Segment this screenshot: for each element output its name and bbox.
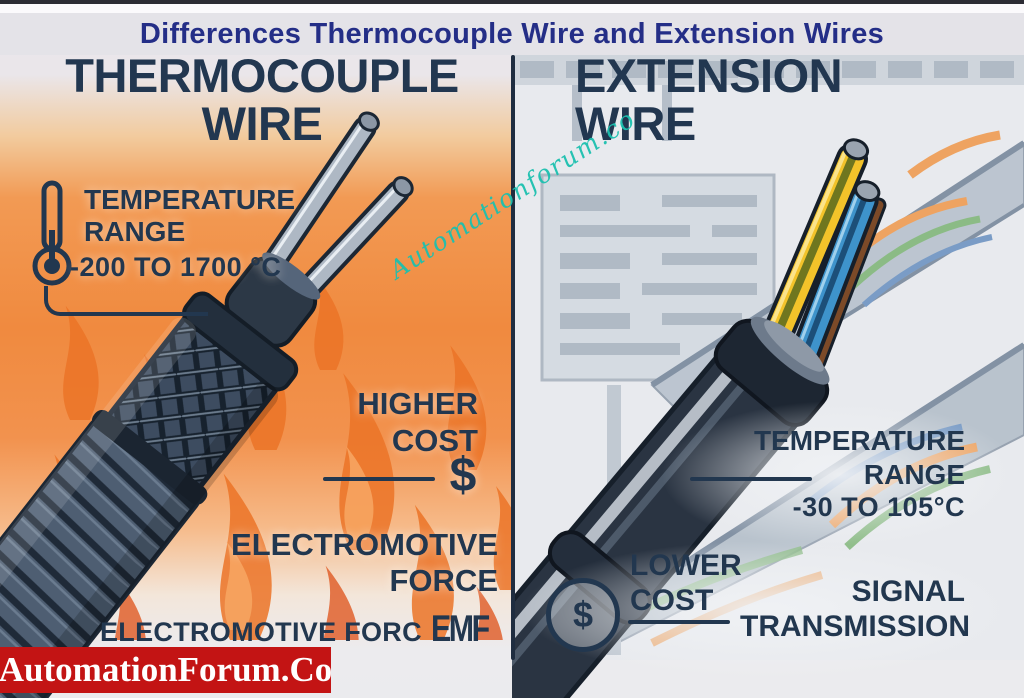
left-temp-label-line2: RANGE xyxy=(84,216,186,248)
lower-cost-line1: LOWER xyxy=(630,549,742,582)
yellow-wire xyxy=(762,138,870,348)
thermocouple-heading-line2: WIRE xyxy=(201,96,323,150)
electromotive-force-line1: ELECTROMOTIVE xyxy=(231,527,498,562)
higher-cost-line2: COST xyxy=(391,422,478,458)
emf-logo: EMF xyxy=(430,608,490,649)
electromotive-force-label: ELECTROMOTIVE FORCE xyxy=(200,527,498,599)
right-temp-value: -30 TO 105°C xyxy=(792,492,965,523)
higher-cost-line1: HIGHER xyxy=(357,386,478,421)
thermocouple-cable xyxy=(0,111,414,698)
right-temp-block: TEMPERATURE RANGE -30 TO 105°C xyxy=(700,424,965,524)
title-band: Differences Thermocouple Wire and Extens… xyxy=(0,13,1024,55)
higher-cost-label: HIGHER COST xyxy=(300,386,478,459)
brand-banner: AutomationForum.Co xyxy=(0,647,333,693)
extension-heading: EXTENSION WIRE xyxy=(575,52,1015,148)
page-title: Differences Thermocouple Wire and Extens… xyxy=(139,17,885,50)
collar-ring xyxy=(182,291,299,392)
emf-caption-text: ELECTROMOTIVE FORC xyxy=(99,617,422,647)
brand-banner-text: AutomationForum.Co xyxy=(0,650,333,689)
left-temp-label: TEMPERATURE RANGE xyxy=(84,184,295,248)
dollar-circle-sign: $ xyxy=(572,594,594,635)
fog-right-temp xyxy=(660,400,1020,550)
signal-line2: TRANSMISSION xyxy=(740,610,971,644)
inner-sheath-face xyxy=(262,252,321,300)
band-ring xyxy=(91,409,208,505)
top-frame xyxy=(0,4,1024,13)
lower-cost-rule xyxy=(628,620,730,624)
thermocouple-cable-illustration xyxy=(0,111,414,698)
lower-cost-label: LOWER COST xyxy=(630,548,780,618)
lower-cost-line2: COST xyxy=(630,584,714,618)
top-edge xyxy=(0,0,1024,4)
blue-wire xyxy=(789,180,887,370)
thermometer-icon xyxy=(32,180,72,286)
left-temp-label-line1: TEMPERATURE xyxy=(84,184,296,215)
dollar-circle-icon: $ xyxy=(546,578,620,652)
panel-divider xyxy=(511,55,515,660)
signal-transmission-label: SIGNAL TRANSMISSION xyxy=(740,574,971,645)
right-temp-label-line1: TEMPERATURE xyxy=(753,425,965,456)
extension-heading-line1: EXTENSION xyxy=(575,49,843,102)
thermocouple-heading-line1: THERMOCOUPLE xyxy=(65,49,459,102)
right-temp-rule xyxy=(690,477,812,481)
emf-caption-row: ELECTROMOTIVE FORC EMF xyxy=(0,608,500,650)
thermometer-connector-line xyxy=(44,286,208,316)
signal-line1: SIGNAL xyxy=(851,575,965,608)
extension-heading-line2: WIRE xyxy=(575,96,696,150)
higher-cost-rule xyxy=(323,477,435,481)
dollar-sign: $ xyxy=(449,449,477,502)
left-temp-value: -200 TO 1700 °C xyxy=(70,252,282,282)
right-temp-label-line2: RANGE xyxy=(863,458,965,490)
electromotive-force-line2: FORCE xyxy=(389,562,499,598)
thermocouple-heading: THERMOCOUPLE WIRE xyxy=(24,52,500,148)
